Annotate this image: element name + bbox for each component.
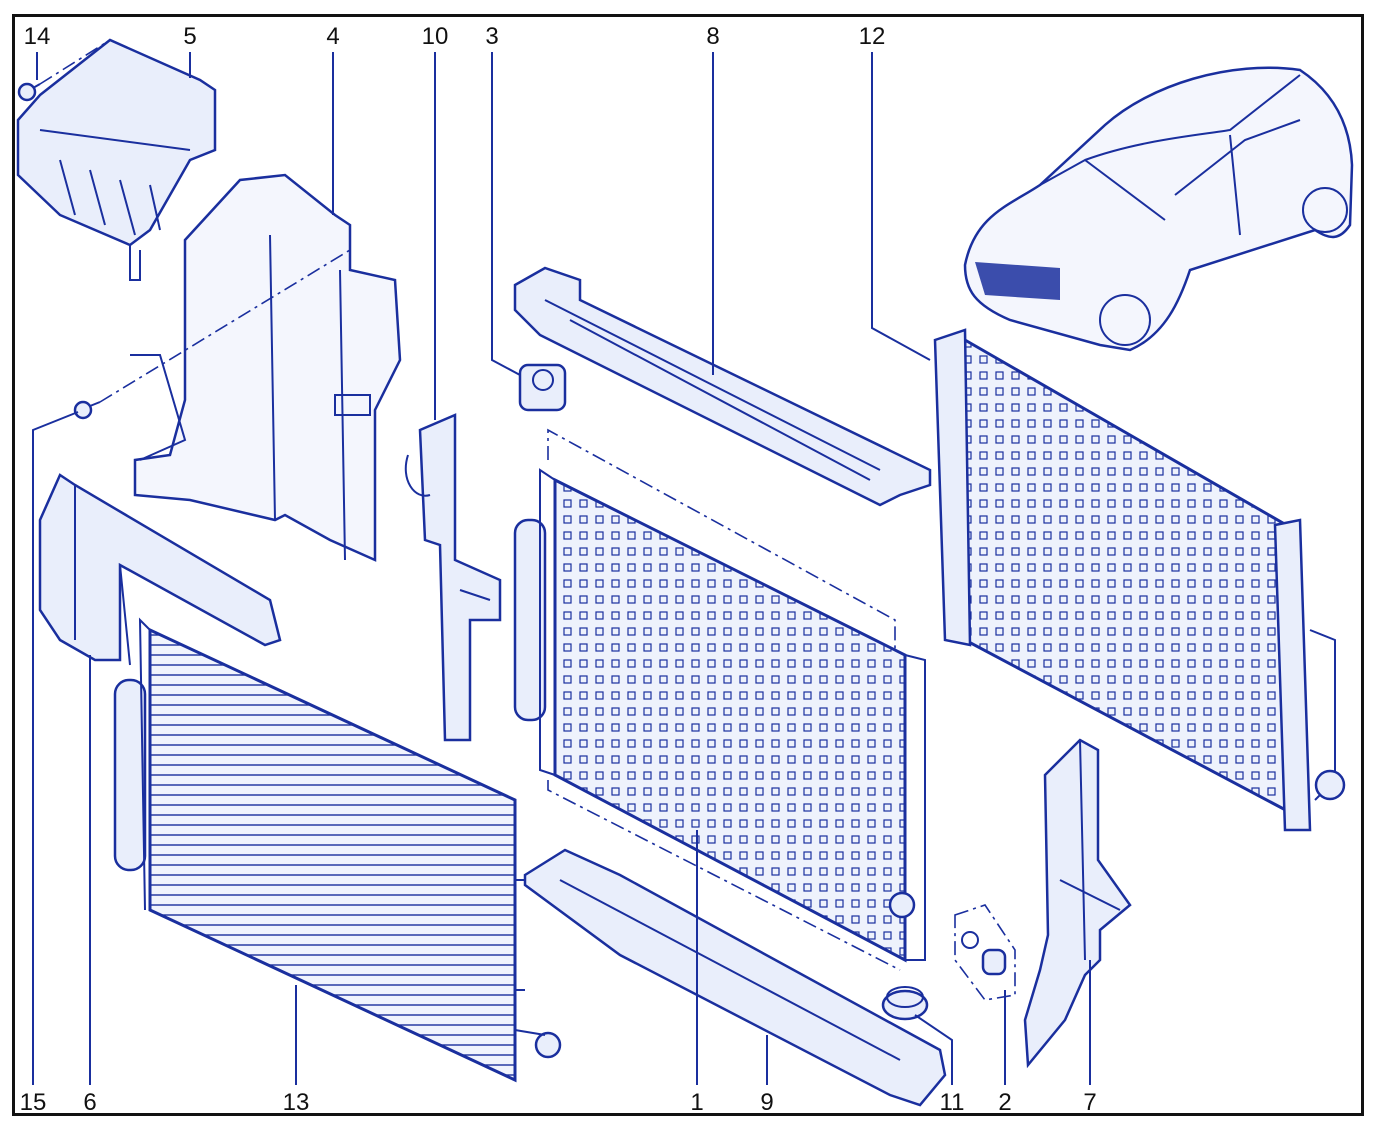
fastener-15	[73, 400, 101, 420]
part-9-lower-crossmember	[523, 848, 947, 1107]
part-12-engine-radiator	[933, 328, 1346, 832]
callout-14: 14	[24, 23, 51, 50]
part-3-pressure-switch	[518, 363, 567, 412]
part-7-right-deflector	[1023, 738, 1132, 1069]
callout-6: 6	[83, 1089, 96, 1116]
callout-10: 10	[422, 23, 449, 50]
callout-1: 1	[690, 1089, 703, 1116]
part-10-bracket	[404, 413, 502, 742]
callout-13: 13	[283, 1089, 310, 1116]
callout-leaders	[32, 52, 1091, 1085]
callout-3: 3	[485, 23, 498, 50]
part-4-air-duct	[130, 173, 402, 562]
fastener-14	[17, 82, 41, 102]
callout-labels: 14 5 4 10 3 8 12 15 6 13 1 9 11 2 7	[20, 23, 1097, 1116]
part-13-condenser	[113, 617, 562, 1083]
part-1-radiator	[513, 428, 926, 971]
part-2-drain-plug	[954, 904, 1016, 1001]
part-6-side-deflector	[38, 473, 282, 666]
car-silhouette	[963, 66, 1354, 352]
callout-12: 12	[859, 23, 886, 50]
part-11-cap	[881, 986, 929, 1021]
callout-2: 2	[998, 1089, 1011, 1116]
callout-8: 8	[706, 23, 719, 50]
callout-4: 4	[326, 23, 339, 50]
part-8-upper-crossmember	[513, 266, 932, 507]
callout-7: 7	[1083, 1089, 1096, 1116]
callout-5: 5	[183, 23, 196, 50]
callout-11: 11	[940, 1089, 965, 1116]
diagram-frame	[12, 14, 1364, 1116]
callout-15: 15	[20, 1089, 47, 1116]
part-5-upper-deflector	[16, 38, 217, 281]
callout-9: 9	[760, 1089, 773, 1116]
